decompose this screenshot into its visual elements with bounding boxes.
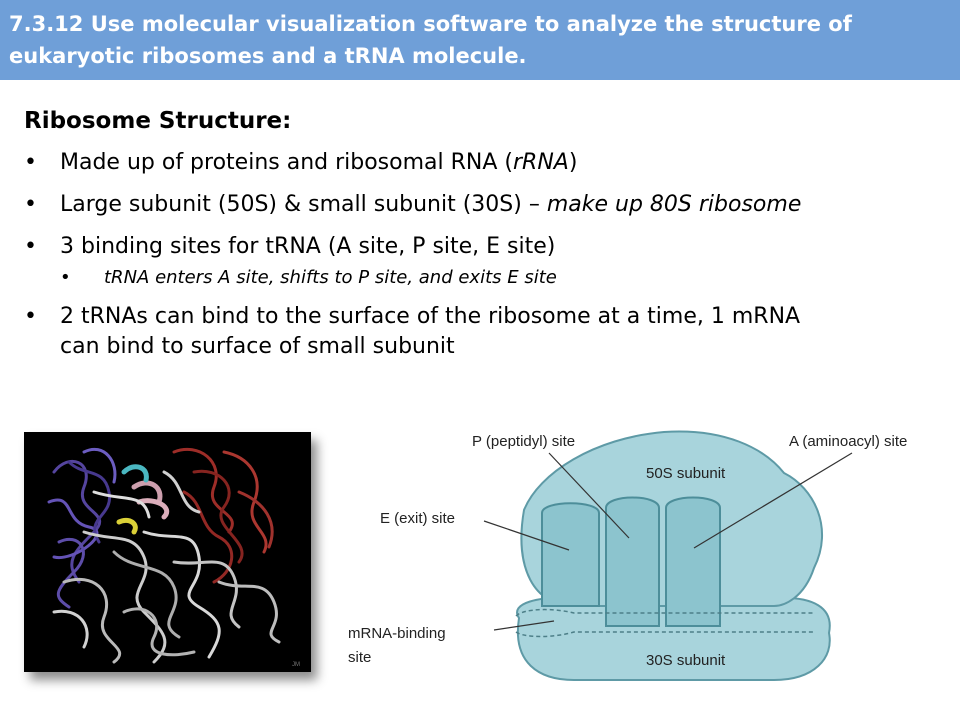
rrna-term: rRNA [513, 150, 569, 175]
slide-title-line1: 7.3.12 Use molecular visualization softw… [9, 12, 852, 36]
ribosome-molecular-model-image: JM [24, 432, 311, 672]
bullet-trna-mrna-line2: can bind to surface of small subunit [60, 334, 455, 359]
label-p-site: P (peptidyl) site [472, 433, 575, 450]
ribosome-model-drawing: JM [24, 432, 311, 672]
slide-title: 7.3.12 Use molecular visualization softw… [9, 8, 949, 72]
svg-text:JM: JM [292, 662, 300, 668]
a-site-channel [665, 496, 721, 627]
bullet-subunits: Large subunit (50S) & small subunit (30S… [24, 190, 944, 220]
p-site-channel [605, 496, 660, 627]
label-mrna-binding: mRNA-binding [348, 625, 446, 642]
bullet-subunits-text: Large subunit (50S) & small subunit (30S… [60, 192, 547, 217]
bullet-composition-text: Made up of proteins and ribosomal RNA ( [60, 150, 513, 175]
bullet-binding-sites-text: 3 binding sites for tRNA (A site, P site… [60, 234, 556, 259]
label-mrna-site: site [348, 649, 371, 666]
e-site-channel [541, 502, 600, 607]
bullet-trna-mrna-line1: 2 tRNAs can bind to the surface of the r… [60, 304, 801, 329]
bullet-binding-sites: 3 binding sites for tRNA (A site, P site… [24, 232, 944, 290]
slide-title-line2: eukaryotic ribosomes and a tRNA molecule… [9, 44, 527, 68]
title-banner: 7.3.12 Use molecular visualization softw… [0, 0, 960, 80]
sub-bullet-trna-path: tRNA enters A site, shifts to P site, an… [60, 266, 944, 290]
ribosome-schematic-diagram: P (peptidyl) site A (aminoacyl) site 50S… [344, 418, 960, 708]
slide-body: Ribosome Structure: Made up of proteins … [24, 104, 944, 374]
sub-bullet-list: tRNA enters A site, shifts to P site, an… [60, 266, 944, 290]
ribosome-schematic-drawing: P (peptidyl) site A (aminoacyl) site 50S… [348, 430, 907, 681]
mrna-channel [515, 608, 814, 638]
label-a-site: A (aminoacyl) site [789, 433, 907, 450]
bullet-composition-close: ) [568, 150, 578, 175]
bullet-trna-mrna: 2 tRNAs can bind to the surface of the r… [24, 302, 944, 362]
bullet-composition: Made up of proteins and ribosomal RNA (r… [24, 148, 944, 178]
label-30s-subunit: 30S subunit [646, 652, 726, 669]
bullet-subunits-emphasis: make up 80S ribosome [546, 192, 802, 217]
label-50s-subunit: 50S subunit [646, 465, 726, 482]
bullet-list: Made up of proteins and ribosomal RNA (r… [24, 148, 944, 362]
section-heading: Ribosome Structure: [24, 108, 292, 134]
label-e-site: E (exit) site [380, 510, 455, 527]
